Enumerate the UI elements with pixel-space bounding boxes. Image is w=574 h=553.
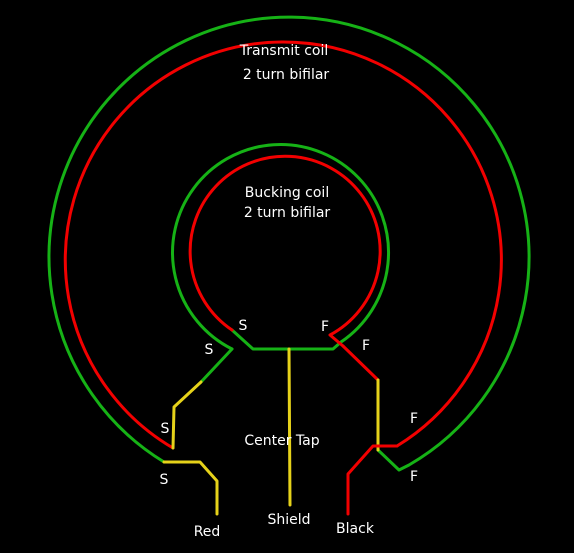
center-tap-shield-wire [287, 347, 292, 507]
transmit-coil-subtitle: 2 turn bifilar [243, 67, 330, 83]
transmit-start-marker: S [161, 421, 170, 437]
bucking-outer-start-marker: S [205, 342, 214, 358]
green-series-link [199, 347, 234, 384]
transmit-coil-inner-turn [63, 40, 503, 450]
transmit-outer-finish-marker: F [410, 469, 418, 485]
bucking-coil-title: Bucking coil [245, 185, 329, 201]
transmit-outer-start-marker: S [160, 472, 169, 488]
black-lead-wire [346, 444, 399, 516]
bucking-finish-marker: F [321, 319, 329, 335]
bucking-coil-outer-turn [171, 143, 390, 351]
red-lead-wire [162, 460, 219, 516]
black-lead-label: Black [336, 521, 375, 537]
center-tap-label: Center Tap [244, 433, 319, 449]
transmit-coil-outer-turn [47, 15, 531, 472]
transmit-finish-marker: F [410, 411, 418, 427]
bucking-coil-subtitle: 2 turn bifilar [244, 205, 331, 221]
bucking-start-marker: S [239, 318, 248, 334]
transmit-coil-title: Transmit coil [239, 43, 329, 59]
red-series-link [341, 344, 380, 382]
bucking-coil-inner-turn [188, 154, 382, 348]
yellow-lead-to-transmit-start [171, 380, 203, 450]
red-lead-label: Red [194, 524, 221, 540]
bucking-outer-finish-marker: F [362, 338, 370, 354]
shield-lead-label: Shield [267, 512, 310, 528]
